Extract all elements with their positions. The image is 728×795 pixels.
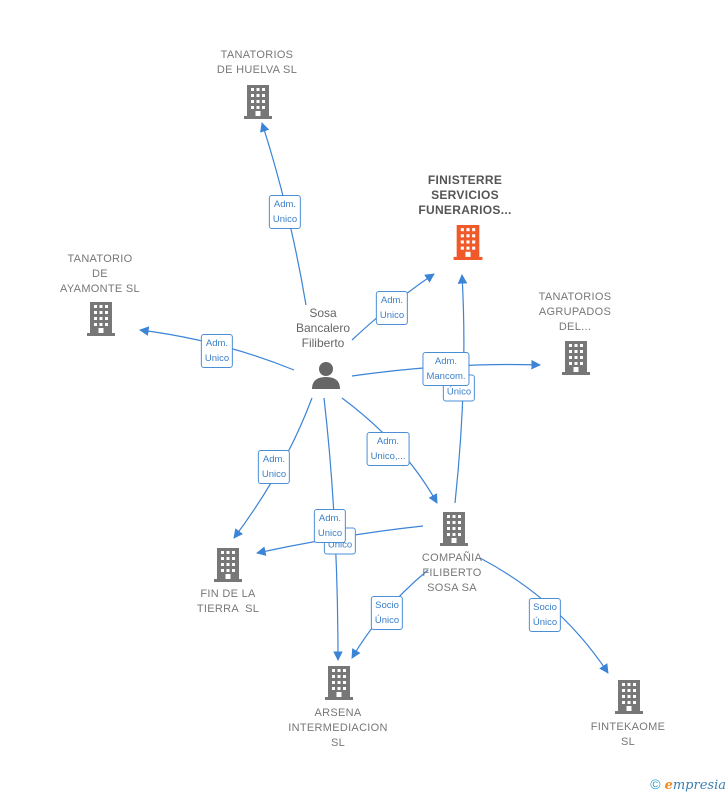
empresia-logo[interactable]: ©empresia <box>650 776 726 793</box>
company-label-tanatorio-ayamonte[interactable]: TANATORIO DE AYAMONTE SL <box>60 253 140 295</box>
building-icon[interactable] <box>244 85 272 119</box>
company-label-fin-de-la-tierra[interactable]: FIN DE LA TIERRA SL <box>196 588 260 615</box>
edge-label-agrupados[interactable]: Adm. Mancom. <box>422 352 470 386</box>
company-label-fintekaome[interactable]: FINTEKAOME SL <box>590 721 666 748</box>
edge-label-socio-arsena[interactable]: Socio Único <box>370 596 404 630</box>
edge-label-finisterre[interactable]: Adm. Unico <box>375 291 409 325</box>
company-label-compania-filiberto[interactable]: COMPAÑIA FILIBERTO SOSA SA <box>421 552 483 594</box>
building-icon[interactable] <box>440 512 468 546</box>
company-label-finisterre[interactable]: FINISTERRE SERVICIOS FUNERARIOS... <box>418 173 512 217</box>
brand-name: mpresia <box>672 778 726 793</box>
company-label-tanatorios-agrupados[interactable]: TANATORIOS AGRUPADOS DEL... <box>538 291 612 333</box>
building-icon[interactable] <box>615 680 643 714</box>
building-icon[interactable] <box>214 548 242 582</box>
edge-label-huelva[interactable]: Adm. Unico <box>268 195 302 229</box>
edge-label-ayamonte[interactable]: Adm. Unico <box>200 334 234 368</box>
edge-label-compania[interactable]: Adm. Unico,... <box>366 432 410 466</box>
building-icon-main[interactable] <box>453 225 483 260</box>
brand-initial: e <box>664 778 673 793</box>
edge-label-arsena[interactable]: Adm. Unico <box>313 509 347 543</box>
building-icon[interactable] <box>87 302 115 336</box>
copyright-icon: © <box>650 776 661 792</box>
edge-label-fin[interactable]: Adm. Unico <box>257 450 291 484</box>
company-label-tanatorios-huelva[interactable]: TANATORIOS DE HUELVA SL <box>216 49 298 76</box>
edge-label-socio-fintekaome[interactable]: Socio Único <box>528 598 562 632</box>
building-icon[interactable] <box>325 666 353 700</box>
person-label[interactable]: Sosa Bancalero Filiberto <box>295 306 351 350</box>
company-label-arsena[interactable]: ARSENA INTERMEDIACION SL <box>288 707 388 749</box>
person-icon[interactable] <box>312 362 340 389</box>
building-icon[interactable] <box>562 341 590 375</box>
